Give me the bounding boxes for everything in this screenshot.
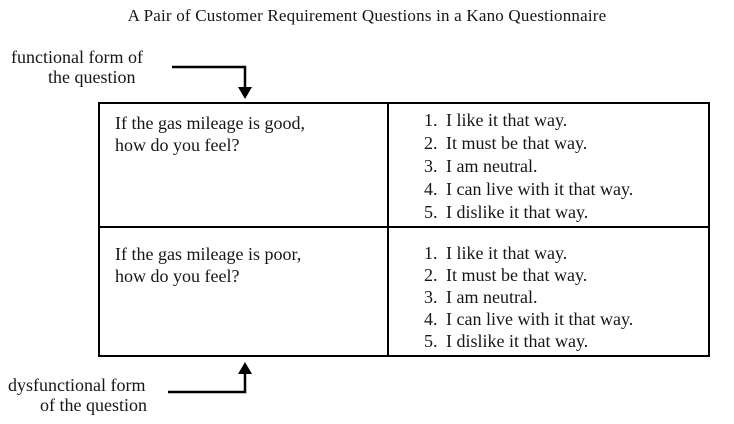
options-cell-dysfunctional: 1. I like it that way. 2. It must be tha… — [389, 228, 708, 355]
option-number: 4. — [424, 179, 438, 199]
functional-arrow-icon — [172, 65, 252, 99]
dysfunctional-form-label: dysfunctional form of the question — [8, 375, 147, 415]
option-label: I am neutral. — [446, 287, 538, 307]
option-label: I like it that way. — [446, 243, 568, 263]
option-item: 4. I can live with it that way. — [424, 178, 704, 201]
option-label: I dislike it that way. — [446, 331, 589, 351]
option-number: 3. — [424, 156, 438, 176]
kano-table: If the gas mileage is good, how do you f… — [98, 102, 710, 357]
option-item: 3. I am neutral. — [424, 286, 704, 308]
figure-title: A Pair of Customer Requirement Questions… — [127, 6, 607, 25]
option-label: I can live with it that way. — [446, 179, 634, 199]
option-number: 3. — [424, 287, 438, 307]
option-item: 3. I am neutral. — [424, 155, 704, 178]
option-label: I am neutral. — [446, 156, 538, 176]
option-number: 1. — [424, 110, 438, 130]
question-line: how do you feel? — [115, 266, 240, 286]
option-item: 2. It must be that way. — [424, 264, 704, 286]
question-line: If the gas mileage is poor, — [115, 244, 302, 264]
option-item: 5. I dislike it that way. — [424, 201, 704, 224]
dysfunctional-form-label-line2: of the question — [40, 395, 147, 415]
question-line: If the gas mileage is good, — [115, 113, 305, 133]
option-number: 5. — [424, 331, 438, 351]
option-item: 4. I can live with it that way. — [424, 308, 704, 330]
option-label: I dislike it that way. — [446, 202, 589, 222]
option-number: 1. — [424, 243, 438, 263]
question-line: how do you feel? — [115, 135, 240, 155]
option-number: 2. — [424, 133, 438, 153]
functional-form-label-line2: the question — [48, 67, 136, 87]
option-label: It must be that way. — [446, 133, 588, 153]
option-item: 1. I like it that way. — [424, 242, 704, 264]
functional-form-label: functional form of the question — [11, 47, 143, 87]
question-cell-functional: If the gas mileage is good, how do you f… — [100, 104, 389, 228]
option-label: I like it that way. — [446, 110, 568, 130]
question-cell-dysfunctional: If the gas mileage is poor, how do you f… — [100, 228, 389, 355]
options-cell-functional: 1. I like it that way. 2. It must be tha… — [389, 104, 708, 228]
option-number: 2. — [424, 265, 438, 285]
option-number: 4. — [424, 309, 438, 329]
option-item: 2. It must be that way. — [424, 132, 704, 155]
dysfunctional-arrow-icon — [168, 362, 252, 394]
option-item: 1. I like it that way. — [424, 109, 704, 132]
option-number: 5. — [424, 202, 438, 222]
option-label: It must be that way. — [446, 265, 588, 285]
functional-form-label-line1: functional form of — [11, 47, 143, 67]
dysfunctional-form-label-line1: dysfunctional form — [8, 375, 146, 395]
option-item: 5. I dislike it that way. — [424, 330, 704, 352]
option-label: I can live with it that way. — [446, 309, 634, 329]
